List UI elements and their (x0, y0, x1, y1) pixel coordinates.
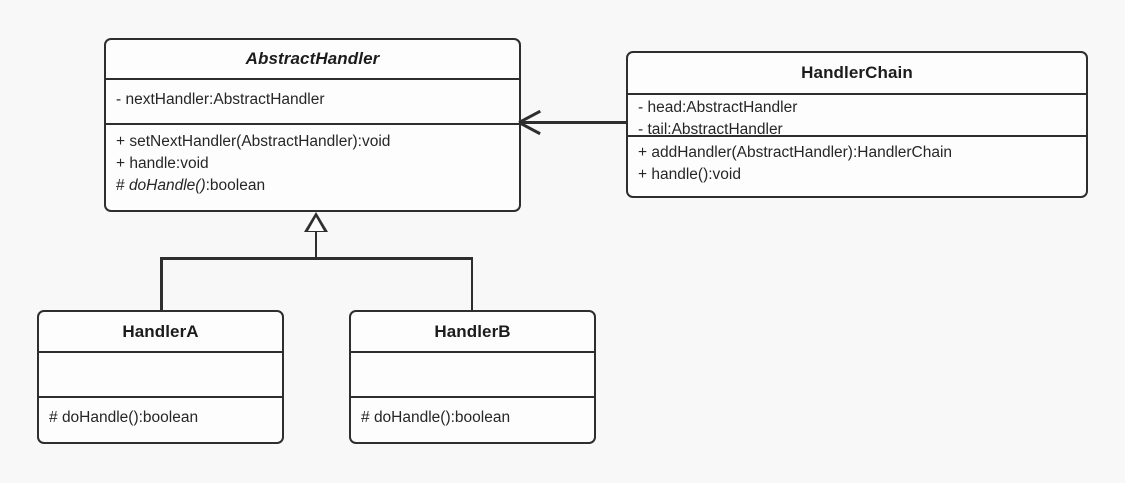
class-title-handler-a: HandlerA (39, 312, 282, 353)
method-signature: handle (129, 155, 176, 172)
class-methods-handler-a: # doHandle():boolean (39, 398, 282, 433)
method-signature: doHandle() (61, 409, 139, 426)
method-return-type: :void (175, 155, 209, 172)
class-attributes-handler-a (39, 353, 282, 398)
method-return-type: :boolean (450, 409, 511, 426)
method-row: + addHandler(AbstractHandler):HandlerCha… (638, 142, 1086, 164)
class-methods-handler-b: # doHandle():boolean (351, 398, 594, 433)
method-signature: doHandle() (373, 409, 451, 426)
method-signature: doHandle() (128, 177, 206, 194)
generalization-stem (314, 231, 318, 259)
generalization-drop-handler-b (470, 257, 473, 311)
method-signature: addHandler(AbstractHandler) (651, 144, 853, 161)
attribute-row: - nextHandler:AbstractHandler (116, 91, 325, 108)
method-row: # doHandle():boolean (361, 407, 594, 429)
method-row: + handle():void (638, 164, 1086, 186)
method-visibility: + (638, 166, 652, 183)
method-signature: setNextHandler(AbstractHandler) (129, 133, 358, 150)
class-box-handler-chain[interactable]: HandlerChain - head:AbstractHandler - ta… (626, 51, 1088, 198)
class-title-handler-chain: HandlerChain (628, 53, 1086, 95)
class-box-handler-b[interactable]: HandlerB # doHandle():boolean (349, 310, 596, 444)
class-attributes-abstract-handler: - nextHandler:AbstractHandler (106, 80, 519, 125)
generalization-drop-handler-a (160, 257, 163, 311)
method-row: # doHandle():boolean (116, 175, 519, 197)
method-visibility: # (361, 409, 374, 426)
method-return-type: :void (708, 166, 741, 183)
class-box-abstract-handler[interactable]: AbstractHandler - nextHandler:AbstractHa… (104, 38, 521, 212)
method-visibility: + (116, 155, 130, 172)
attribute-row: - tail:AbstractHandler (638, 121, 783, 138)
method-visibility: + (116, 133, 130, 150)
open-arrowhead-icon (518, 109, 545, 135)
method-return-type: :boolean (138, 409, 199, 426)
method-row: + setNextHandler(AbstractHandler):void (116, 131, 519, 153)
class-title-abstract-handler: AbstractHandler (106, 40, 519, 80)
method-visibility: + (638, 144, 652, 161)
method-signature: handle() (651, 166, 709, 183)
generalization-crossbar (160, 257, 473, 260)
method-visibility: # (49, 409, 62, 426)
method-return-type: :boolean (205, 177, 266, 194)
class-attributes-handler-b (351, 353, 594, 398)
class-methods-abstract-handler: + setNextHandler(AbstractHandler):void +… (106, 125, 519, 201)
class-methods-handler-chain: + addHandler(AbstractHandler):HandlerCha… (628, 137, 1086, 190)
class-title-handler-b: HandlerB (351, 312, 594, 353)
association-line-handler-chain (519, 121, 628, 124)
method-visibility: # (116, 177, 129, 194)
method-return-type: :HandlerChain (852, 144, 953, 161)
method-row: + handle:void (116, 153, 519, 175)
method-row: # doHandle():boolean (49, 407, 282, 429)
attribute-row: - head:AbstractHandler (638, 99, 798, 116)
method-return-type: :void (357, 133, 391, 150)
class-attributes-handler-chain: - head:AbstractHandler - tail:AbstractHa… (628, 95, 1086, 138)
class-box-handler-a[interactable]: HandlerA # doHandle():boolean (37, 310, 284, 444)
